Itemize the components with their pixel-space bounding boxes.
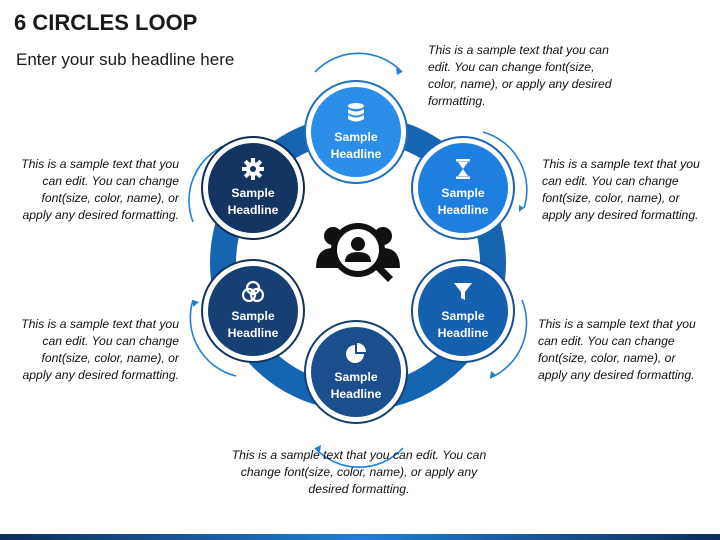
footer-bar (0, 534, 720, 540)
node-label: Sample Headline (227, 309, 279, 340)
node-top: Sample Headline (306, 82, 406, 182)
node-label: Sample Headline (330, 370, 382, 401)
node-label: Sample Headline (437, 309, 489, 340)
arc-right-top (482, 131, 528, 209)
text-right-top: This is a sample text that you can edit.… (542, 157, 700, 222)
pie-chart-icon (346, 343, 366, 363)
node-right-bottom: Sample Headline (413, 261, 513, 361)
node-label: Sample Headline (330, 130, 382, 161)
gear-icon (242, 158, 264, 180)
page-title: 6 CIRCLES LOOP (14, 10, 198, 35)
node-right-top: Sample Headline (413, 138, 513, 238)
hourglass-icon (456, 159, 470, 179)
node-label: Sample Headline (437, 186, 489, 217)
node-left-top: Sample Headline (203, 138, 303, 238)
arrow-arcs (188, 52, 528, 469)
node-bottom: Sample Headline (306, 322, 406, 422)
arc-top (314, 52, 403, 73)
text-left-top: This is a sample text that you can edit.… (21, 157, 179, 222)
arc-right-bottom (489, 299, 528, 379)
text-top: This is a sample text that you can edit.… (428, 43, 612, 108)
funnel-icon (454, 283, 472, 300)
team-search-icon (316, 223, 400, 282)
arc-left-bottom (189, 299, 237, 377)
text-bottom: This is a sample text that you can edit.… (231, 448, 487, 496)
text-left-bottom: This is a sample text that you can edit.… (21, 317, 179, 382)
node-label: Sample Headline (227, 186, 279, 217)
page-subtitle: Enter your sub headline here (16, 50, 235, 69)
arc-left-top (188, 144, 227, 223)
text-right-bottom: This is a sample text that you can edit.… (538, 317, 696, 382)
node-left-bottom: Sample Headline (203, 261, 303, 361)
arc-bottom (314, 447, 404, 469)
venn-diagram-icon (241, 280, 265, 303)
database-icon (348, 103, 364, 122)
